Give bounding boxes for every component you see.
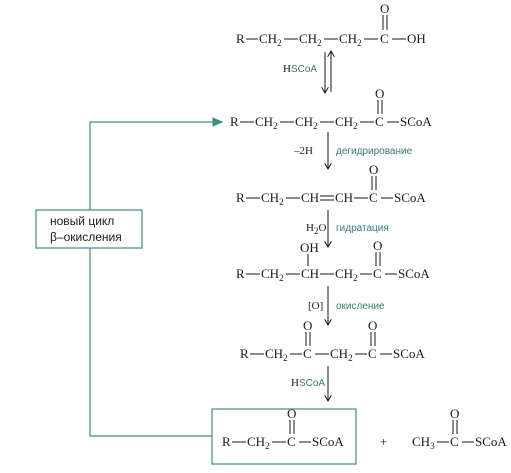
- step2-label: дегидрирование: [336, 146, 413, 157]
- step-5-thiolysis: HSCoA: [291, 366, 328, 400]
- m5-ch2-b: CH2: [330, 346, 353, 363]
- m2-r: R: [230, 114, 239, 129]
- loop-line-lower: [89, 248, 212, 437]
- new-cycle-box: [35, 209, 143, 249]
- step3-reagent: H2O: [306, 222, 326, 236]
- m1-r: R: [236, 31, 245, 46]
- recycle-loop: новый цикл β–окисления: [35, 117, 224, 437]
- m2-oxygen: O: [375, 86, 384, 101]
- m1-oxygen: O: [380, 1, 389, 16]
- m4-r: R: [236, 266, 245, 281]
- m6-scoa: SCoA: [312, 434, 344, 449]
- m4-ch2-b: CH2: [335, 266, 358, 283]
- m1-ch2-b: CH2: [299, 31, 322, 48]
- m4-ch: CH: [301, 266, 319, 281]
- m6-carbon: C: [287, 434, 296, 449]
- molecule-ketoacyl-coa: R CH2 C CH2 C SCoA O O: [240, 318, 425, 363]
- m3-ch-b: CH: [335, 190, 353, 205]
- m2-carbon: C: [375, 114, 384, 129]
- loop-arrow-upper: [89, 117, 224, 210]
- step4-label: окисление: [336, 301, 385, 312]
- m1-ch2-a: CH2: [259, 31, 282, 48]
- molecule-enoyl-coa: R CH2 CH CH C SCoA O: [236, 162, 426, 207]
- m4-carbon: C: [373, 266, 382, 281]
- m4-ch2: CH2: [261, 266, 284, 283]
- m3-ch2: CH2: [261, 190, 284, 207]
- m3-oxygen: O: [369, 162, 378, 177]
- m2-scoa: SCoA: [400, 114, 432, 129]
- m1-oh: OH: [407, 31, 426, 46]
- m3-scoa: SCoA: [394, 190, 426, 205]
- step-2-dehydrogenation: –2H дегидрирование: [293, 132, 413, 168]
- plus-sign: +: [380, 434, 387, 449]
- m2-ch2-a: CH2: [255, 114, 278, 131]
- m4-hydroxyl: OH: [300, 240, 319, 255]
- new-cycle-line2: β–окисления: [50, 230, 122, 244]
- step-1-activation: HSCoA: [283, 52, 331, 92]
- step2-reagent: –2H: [293, 145, 313, 157]
- step-4-oxidation: [O] окисление: [308, 286, 385, 324]
- m5-oxygen-1: O: [303, 318, 312, 333]
- m1-carbon: C: [380, 31, 389, 46]
- step4-reagent: [O]: [308, 300, 323, 312]
- m5-scoa: SCoA: [393, 346, 425, 361]
- m1-ch2-c: CH2: [339, 31, 362, 48]
- step5-reagent: HSCoA: [291, 377, 325, 389]
- new-cycle-line1: новый цикл: [50, 214, 114, 228]
- step3-label: гидратация: [336, 223, 389, 234]
- m3-r: R: [236, 190, 245, 205]
- m6-ch2: CH2: [247, 434, 270, 451]
- m3-ch-a: CH: [301, 190, 319, 205]
- m5-ch2: CH2: [265, 346, 288, 363]
- m5-oxygen-2: O: [368, 318, 377, 333]
- m7-scoa: SCoA: [475, 434, 507, 449]
- m5-carbon-2: C: [368, 346, 377, 361]
- m4-oxygen: O: [373, 238, 382, 253]
- m7-oxygen: O: [450, 406, 459, 421]
- molecule-acetyl-coa: CH3 C SCoA O: [412, 406, 507, 451]
- m2-ch2-c: CH2: [335, 114, 358, 131]
- m3-carbon: C: [369, 190, 378, 205]
- m4-scoa: SCoA: [398, 266, 430, 281]
- molecule-hydroxyacyl-coa: R CH2 CH CH2 C SCoA O OH: [236, 238, 430, 283]
- step-3-hydration: H2O гидратация: [306, 210, 389, 246]
- m5-r: R: [240, 346, 249, 361]
- molecule-acyl-coa: R CH2 CH2 CH2 C SCoA O: [230, 86, 432, 131]
- m2-ch2-b: CH2: [295, 114, 318, 131]
- molecule-butanoic-acid: R CH2 CH2 CH2 C OH O: [236, 1, 426, 48]
- m6-r: R: [222, 434, 231, 449]
- m7-carbon: C: [450, 434, 459, 449]
- m7-ch3: CH3: [412, 434, 435, 451]
- m6-oxygen: O: [287, 406, 296, 421]
- molecule-shortened-acyl-coa: R CH2 C SCoA O: [222, 406, 344, 451]
- m5-carbon-1: C: [303, 346, 312, 361]
- step1-reagent: HSCoA: [283, 63, 317, 75]
